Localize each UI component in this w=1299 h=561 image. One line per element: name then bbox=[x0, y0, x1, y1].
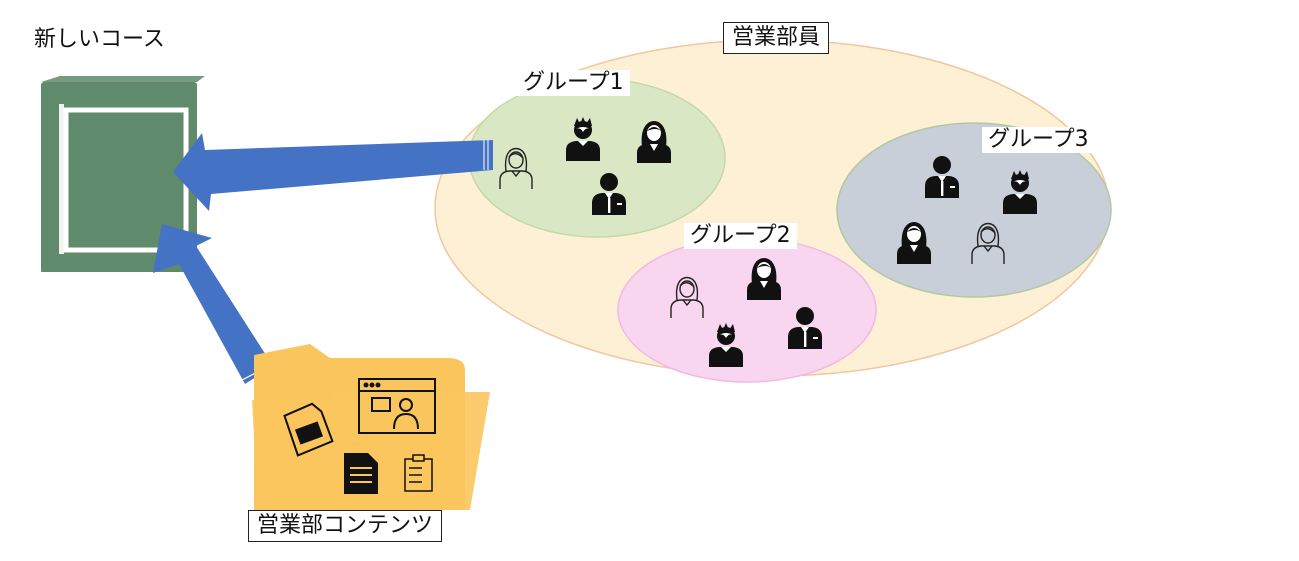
group-1-label: グループ1 bbox=[517, 70, 630, 96]
checklist-clipboard-icon bbox=[404, 454, 433, 492]
group-3-label: グループ3 bbox=[982, 127, 1095, 153]
web-meeting-window-icon bbox=[358, 378, 436, 434]
group-2-label: グループ2 bbox=[684, 223, 797, 249]
staff-label: 営業部員 bbox=[723, 22, 830, 54]
content-label: 営業部コンテンツ bbox=[248, 510, 443, 542]
presentation-file-icon bbox=[283, 402, 334, 457]
course-label: 新しいコース bbox=[34, 27, 165, 52]
book-icon bbox=[41, 76, 205, 272]
group-2-region bbox=[617, 237, 877, 383]
arrow-group-to-course bbox=[173, 133, 493, 211]
document-icon bbox=[344, 453, 378, 494]
